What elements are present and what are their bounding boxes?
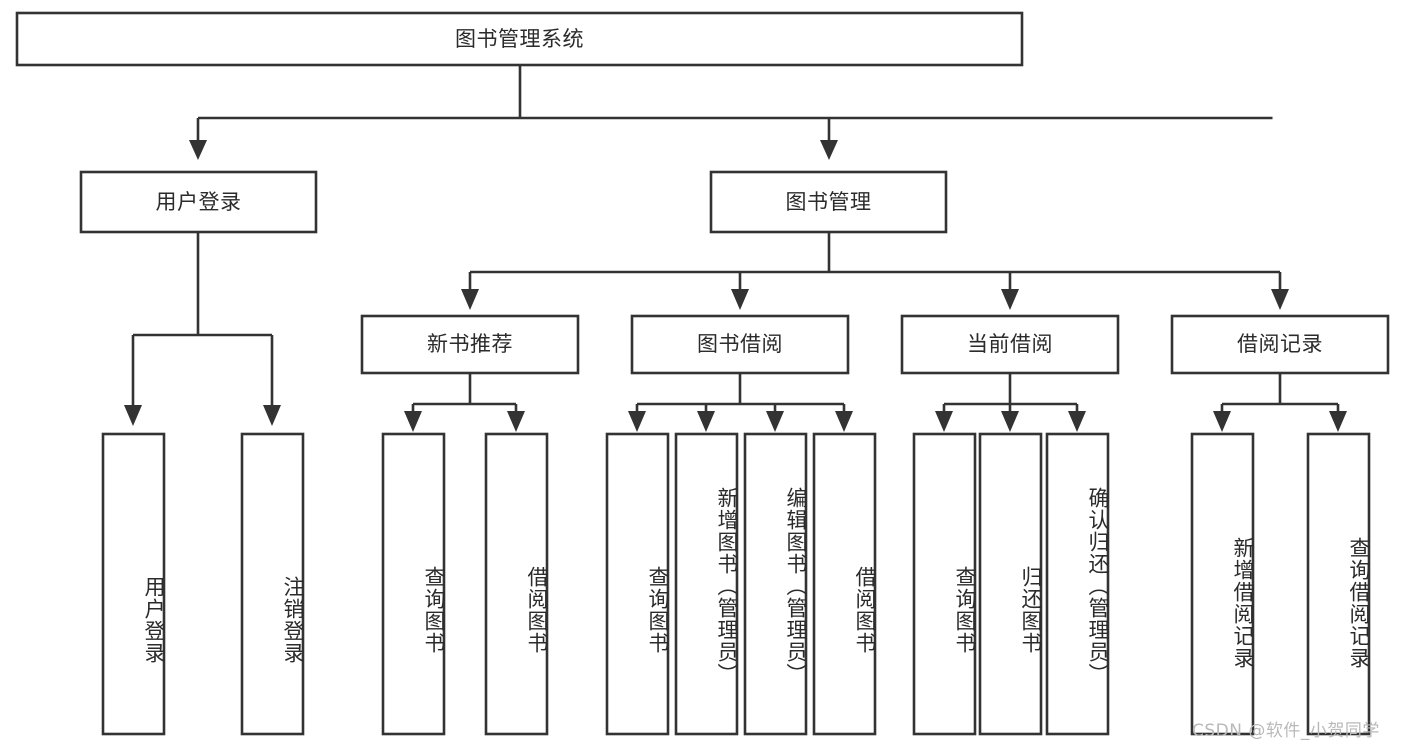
leaf-box-bo-add-book[interactable] <box>674 432 739 736</box>
edge-root-bus <box>198 65 1273 120</box>
arrowhead-cu-leaf3 <box>1068 411 1086 432</box>
leaf-box-cu-confirm-return[interactable] <box>1045 432 1110 736</box>
arrowhead-cu-leaf2 <box>1001 411 1019 432</box>
leaf-box-user-login[interactable] <box>101 432 166 736</box>
arrowhead-nb-leaf2 <box>507 411 525 432</box>
arrowhead-current <box>1001 289 1019 310</box>
connectors-layer <box>124 65 1347 432</box>
arrowhead-cu-leaf1 <box>935 411 953 432</box>
leaf-box-re-query-record[interactable] <box>1306 432 1371 736</box>
arrowhead-nb-leaf1 <box>404 411 422 432</box>
arrowhead-bo-leaf2 <box>697 411 715 432</box>
node-box-book-borrow[interactable] <box>630 314 850 375</box>
leaf-box-bo-edit-book[interactable] <box>743 432 808 736</box>
arrowhead-user-login <box>189 140 207 160</box>
arrowhead-leaf-user-login <box>124 405 142 426</box>
arrowhead-record <box>1271 289 1289 310</box>
arrowhead-re-leaf2 <box>1329 411 1347 432</box>
arrowhead-bo-leaf3 <box>766 411 784 432</box>
nodes-layer <box>15 11 1390 736</box>
arrowhead-borrow <box>731 289 749 310</box>
arrowhead-re-leaf1 <box>1213 411 1231 432</box>
leaf-box-nb-query-book[interactable] <box>381 432 446 736</box>
node-box-new-book-recommend[interactable] <box>360 314 580 375</box>
leaf-box-cu-return-book[interactable] <box>978 432 1043 736</box>
node-box-book-management[interactable] <box>709 170 948 234</box>
arrowhead-book-mgmt <box>820 140 838 160</box>
node-box-root[interactable] <box>15 11 1024 67</box>
leaf-box-bo-borrow-book[interactable] <box>812 432 877 736</box>
leaf-box-nb-borrow-book[interactable] <box>484 432 549 736</box>
node-box-user-login[interactable] <box>79 170 318 234</box>
node-box-borrow-record[interactable] <box>1170 314 1390 375</box>
arrowhead-leaf-logout <box>263 405 281 426</box>
leaf-box-bo-query-book[interactable] <box>605 432 670 736</box>
arrowhead-bo-leaf1 <box>628 411 646 432</box>
leaf-box-logout[interactable] <box>240 432 305 736</box>
node-box-current-borrow[interactable] <box>900 314 1120 375</box>
arrowhead-bo-leaf4 <box>835 411 853 432</box>
leaf-box-cu-query-book[interactable] <box>912 432 977 736</box>
leaf-box-re-add-record[interactable] <box>1190 432 1255 736</box>
arrowhead-newbook <box>461 289 479 310</box>
